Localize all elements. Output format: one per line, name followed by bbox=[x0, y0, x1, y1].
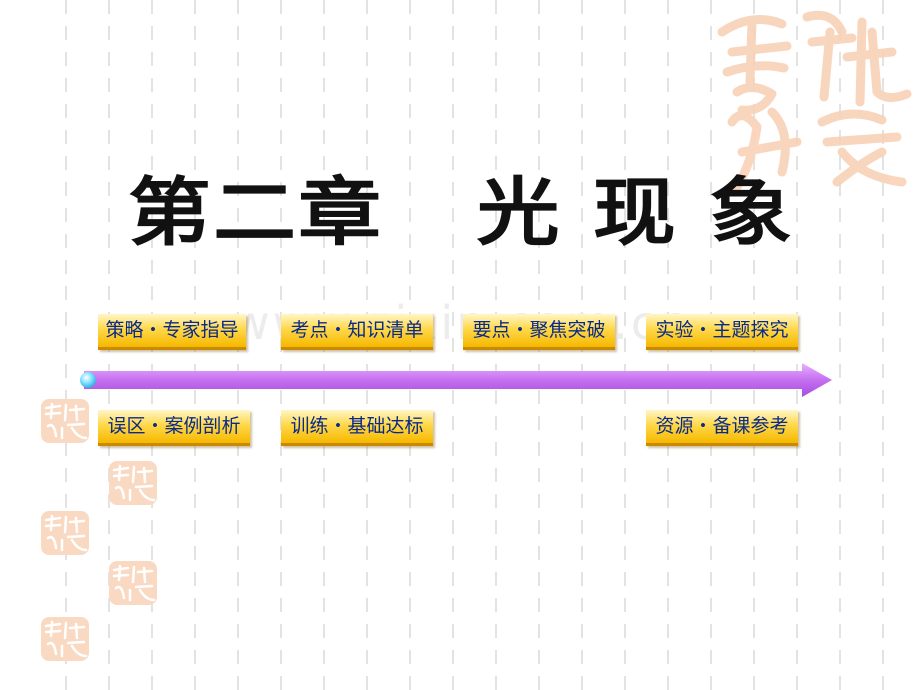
auspicious-seal-icon bbox=[41, 399, 89, 443]
knowledge-list-button[interactable]: 考点・知识清单 bbox=[281, 314, 433, 350]
key-points-button[interactable]: 要点・聚焦突破 bbox=[463, 314, 615, 350]
strategy-guide-button[interactable]: 策略・专家指导 bbox=[98, 314, 246, 350]
auspicious-seal-icon bbox=[717, 10, 912, 192]
auspicious-seal-icon bbox=[109, 561, 157, 605]
timeline-arrow-icon bbox=[80, 363, 832, 397]
experiment-inquiry-button[interactable]: 实验・主题探究 bbox=[646, 314, 798, 350]
resources-reference-button[interactable]: 资源・备课参考 bbox=[646, 410, 798, 446]
page-title: 第二章 光 现 象 bbox=[128, 170, 795, 256]
training-basics-button[interactable]: 训练・基础达标 bbox=[281, 410, 433, 446]
misconception-cases-button[interactable]: 误区・案例剖析 bbox=[98, 410, 250, 446]
auspicious-seal-icon bbox=[41, 617, 89, 661]
auspicious-seal-icon bbox=[41, 511, 89, 555]
auspicious-seal-icon bbox=[109, 461, 157, 505]
